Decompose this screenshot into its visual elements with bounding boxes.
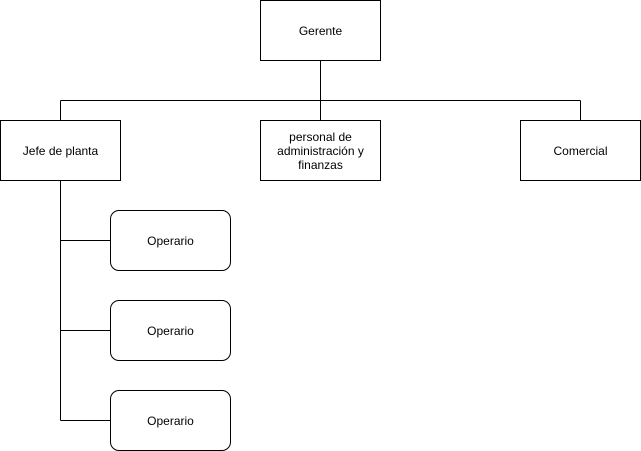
node-administracion-finanzas: personal de administración y finanzas [260, 120, 381, 181]
node-comercial: Comercial [520, 120, 641, 181]
node-gerente-label: Gerente [298, 23, 343, 38]
node-operario-3-label: Operario [147, 413, 194, 428]
node-administracion-finanzas-label: personal de administración y finanzas [277, 129, 364, 172]
node-gerente: Gerente [260, 0, 381, 61]
node-operario-2-label: Operario [147, 323, 194, 338]
node-operario-1: Operario [110, 210, 231, 271]
node-operario-1-label: Operario [147, 233, 194, 248]
node-operario-2: Operario [110, 300, 231, 361]
node-jefe-de-planta-label: Jefe de planta [22, 143, 99, 158]
node-operario-3: Operario [110, 390, 231, 451]
node-jefe-de-planta: Jefe de planta [0, 120, 121, 181]
node-comercial-label: Comercial [553, 143, 608, 158]
